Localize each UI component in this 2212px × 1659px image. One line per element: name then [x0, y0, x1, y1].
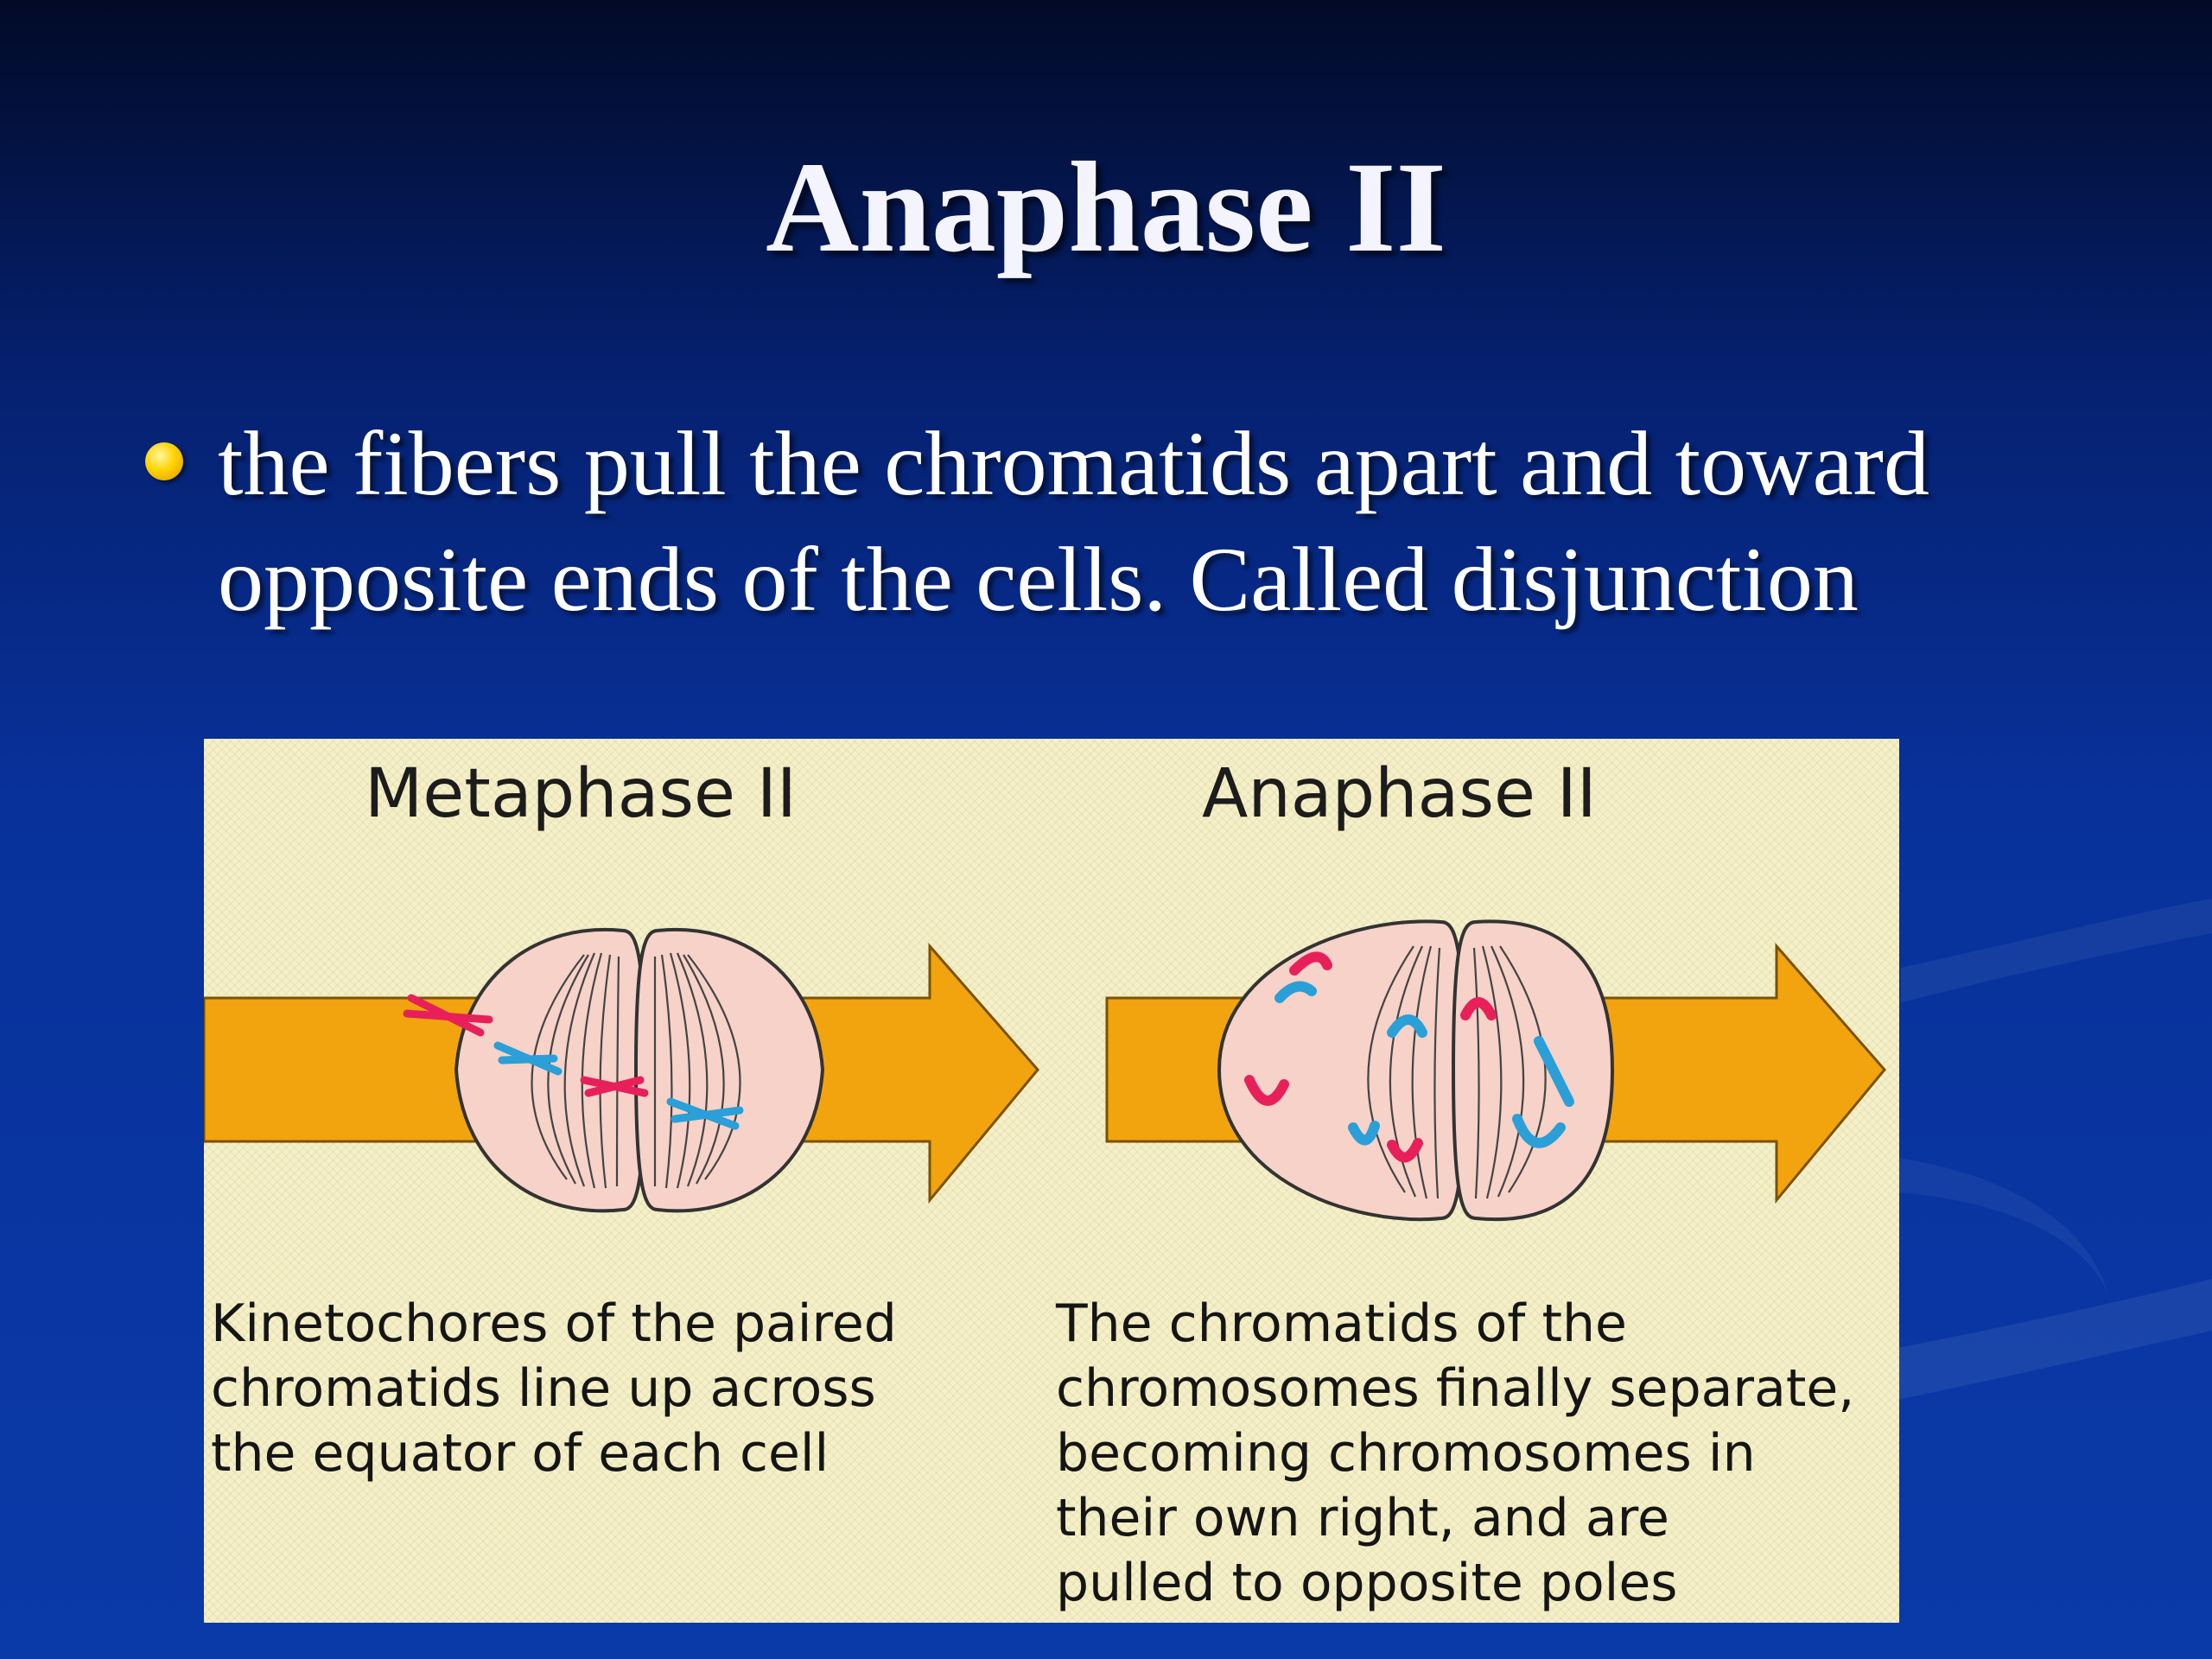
- metaphase-cell-illustration: [403, 927, 825, 1213]
- anaphase-cell-illustration: [1217, 919, 1615, 1222]
- caption-line: Kinetochores of the paired: [211, 1294, 897, 1354]
- caption-line: chromosomes finally separate,: [1056, 1358, 1855, 1419]
- caption-line: pulled to opposite poles: [1056, 1553, 1678, 1613]
- bullet-line: opposite ends of the cells. Called disju…: [218, 529, 1859, 630]
- caption-line: becoming chromosomes in: [1056, 1423, 1756, 1484]
- anaphase-heading: Anaphase II: [1202, 755, 1597, 833]
- caption-line: the equator of each cell: [211, 1423, 830, 1484]
- slide-title: Anaphase II: [766, 136, 1446, 279]
- bullet-dot-icon: [145, 442, 183, 480]
- bullet-line: the fibers pull the chromatids apart and…: [218, 413, 1929, 514]
- bullet-text: the fibers pull the chromatids apart and…: [218, 406, 2119, 638]
- metaphase-caption: Kinetochores of the paired chromatids li…: [211, 1292, 897, 1486]
- caption-line: The chromatids of the: [1056, 1294, 1627, 1354]
- anaphase-caption: The chromatids of the chromosomes finall…: [1056, 1292, 1854, 1616]
- caption-line: chromatids line up across: [211, 1358, 876, 1419]
- meiosis-figure: Metaphase II Anaphase II Kinetochores of…: [204, 739, 1899, 1623]
- meiosis-diagram: [204, 919, 1886, 1222]
- caption-line: their own right, and are: [1056, 1488, 1669, 1548]
- metaphase-heading: Metaphase II: [365, 755, 797, 833]
